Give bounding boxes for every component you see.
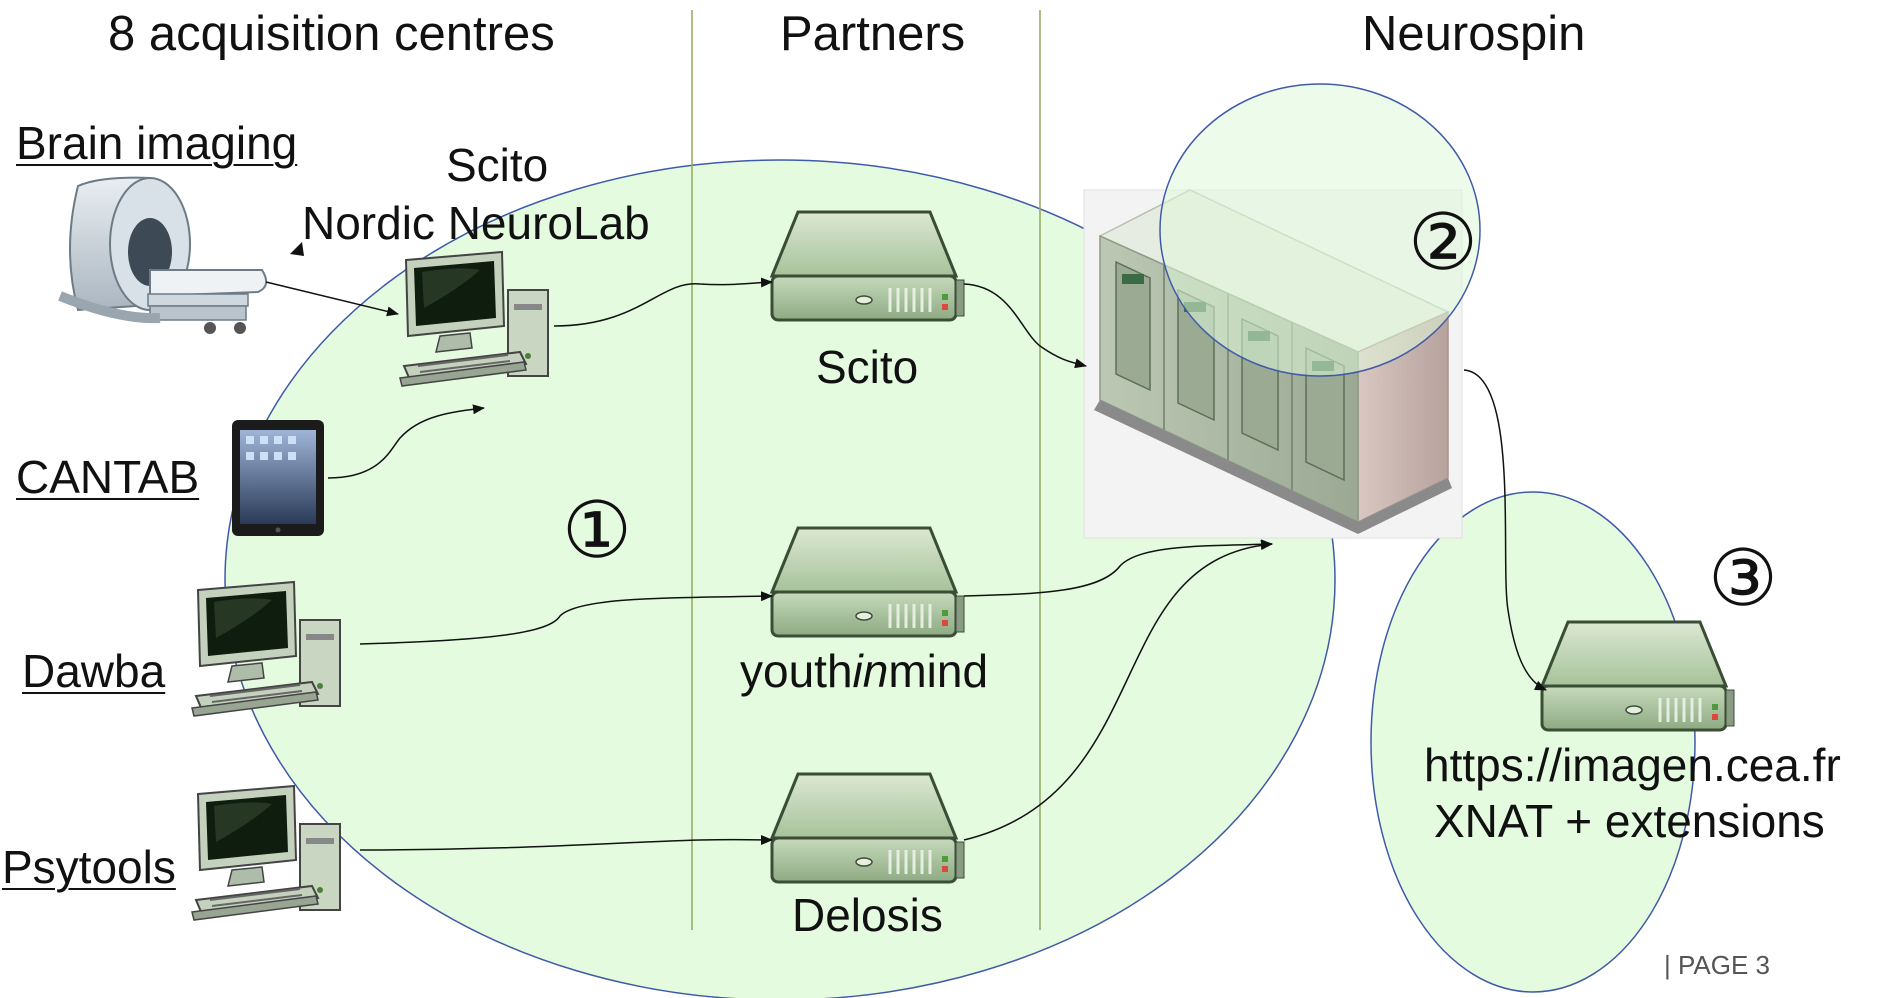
- youthinmind-prefix: youth: [740, 645, 853, 697]
- small-arrowhead: [290, 242, 304, 256]
- source-cantab: CANTAB: [16, 451, 200, 503]
- youthinmind-suffix: mind: [888, 645, 989, 697]
- step-two-marker: ②: [1408, 198, 1478, 288]
- source-brain-imaging: Brain imaging: [16, 117, 298, 169]
- arrow-youthinmind-to-rack: [963, 539, 1273, 597]
- imagen-url-label: https://imagen.cea.fr: [1424, 739, 1841, 791]
- mri-scanner-icon: [58, 176, 268, 334]
- scito-station-label-line2: Nordic NeuroLab: [302, 197, 650, 249]
- tablet-icon: [232, 420, 324, 536]
- arrow-delosis-to-rack: [963, 540, 1273, 841]
- arrow-rack-to-imagen: [1463, 369, 1547, 691]
- imagen-subtitle-label: XNAT + extensions: [1434, 795, 1825, 847]
- source-psytools: Psytools: [2, 841, 176, 893]
- imagen-server-icon: [1540, 620, 1736, 732]
- partner-scito-label: Scito: [816, 341, 919, 393]
- youthinmind-server-icon: [770, 526, 966, 638]
- partner-delosis-label: Delosis: [792, 889, 943, 941]
- header-neurospin: Neurospin: [1362, 7, 1586, 61]
- header-partners: Partners: [780, 7, 966, 61]
- step-one-marker: ①: [562, 486, 632, 576]
- delosis-server-icon: [770, 772, 966, 884]
- zone-2-ellipse: [1159, 83, 1481, 377]
- arrow-scito-to-server: [553, 277, 773, 327]
- source-dawba: Dawba: [22, 645, 166, 697]
- connectors: [265, 277, 1547, 851]
- zone-3-ellipse: [1370, 491, 1696, 993]
- arrow-tablet-to-scito: [327, 404, 485, 479]
- youthinmind-italic: in: [852, 645, 889, 697]
- header-acquisition: 8 acquisition centres: [108, 7, 555, 61]
- scito-server-icon: [770, 210, 966, 322]
- arrow-scito-server-to-rack: [963, 283, 1087, 369]
- arrow-dawba-to-youthinmind: [359, 591, 773, 645]
- arrow-psytools-to-delosis: [359, 834, 773, 851]
- step-three-marker: ③: [1708, 534, 1778, 624]
- partner-youthinmind-label: youthinmind: [740, 648, 988, 694]
- scito-station-label-line1: Scito: [446, 139, 549, 191]
- arrow-mri-to-scito: [265, 281, 399, 317]
- page-number: | PAGE 3: [1664, 950, 1770, 980]
